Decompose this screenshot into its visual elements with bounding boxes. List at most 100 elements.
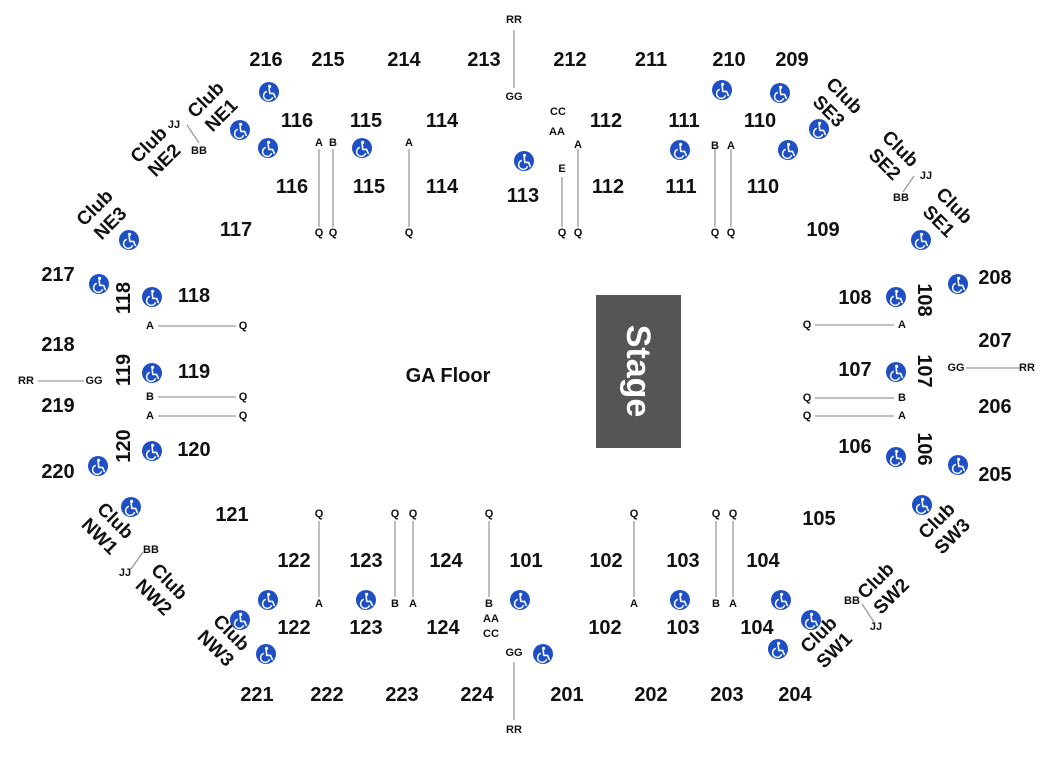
- section-119[interactable]: 119: [178, 361, 210, 383]
- wheelchair-icon: [800, 609, 822, 631]
- section-116[interactable]: 116: [281, 110, 313, 132]
- wheelchair-icon: [355, 589, 377, 611]
- section-215[interactable]: 215: [311, 49, 344, 71]
- section-106[interactable]: 106: [838, 436, 871, 458]
- section-119[interactable]: 119: [113, 354, 135, 386]
- row-label-gg: GG: [947, 362, 964, 374]
- wheelchair-icon: [769, 82, 791, 104]
- section-114[interactable]: 114: [426, 110, 459, 132]
- row-label-q: Q: [329, 227, 338, 239]
- section-112[interactable]: 112: [592, 176, 624, 198]
- row-label-bb: BB: [893, 192, 909, 204]
- section-207[interactable]: 207: [978, 330, 1011, 352]
- wheelchair-icon: [513, 150, 535, 172]
- row-label-q: Q: [558, 227, 567, 239]
- section-220[interactable]: 220: [41, 461, 74, 483]
- section-118[interactable]: 118: [113, 282, 135, 314]
- section-120[interactable]: 120: [113, 429, 135, 462]
- wheelchair-icon: [770, 589, 792, 611]
- section-122[interactable]: 122: [277, 617, 310, 639]
- row-label-a: A: [727, 140, 735, 152]
- section-214[interactable]: 214: [387, 49, 421, 71]
- section-203[interactable]: 203: [710, 684, 743, 706]
- section-106[interactable]: 106: [913, 432, 935, 465]
- section-120[interactable]: 120: [177, 439, 210, 461]
- section-202[interactable]: 202: [634, 684, 667, 706]
- row-label-q: Q: [239, 410, 248, 422]
- section-205[interactable]: 205: [978, 464, 1011, 486]
- section-116[interactable]: 116: [276, 176, 308, 198]
- wheelchair-icon: [885, 286, 907, 308]
- wheelchair-icon: [141, 286, 163, 308]
- row-label-q: Q: [711, 227, 720, 239]
- section-103[interactable]: 103: [666, 550, 699, 572]
- row-label-bb: BB: [143, 544, 159, 556]
- section-109[interactable]: 109: [806, 219, 839, 241]
- section-123[interactable]: 123: [349, 617, 382, 639]
- row-label-jj: JJ: [920, 170, 932, 182]
- section-110[interactable]: 110: [744, 110, 776, 132]
- section-121[interactable]: 121: [215, 504, 248, 526]
- wheelchair-icon: [532, 643, 554, 665]
- row-label-cc: CC: [550, 106, 566, 118]
- section-124[interactable]: 124: [426, 617, 460, 639]
- section-108[interactable]: 108: [838, 287, 871, 309]
- section-104[interactable]: 104: [746, 550, 780, 572]
- section-104[interactable]: 104: [740, 617, 774, 639]
- section-221[interactable]: 221: [240, 684, 273, 706]
- row-label-b: B: [146, 391, 154, 403]
- section-224[interactable]: 224: [460, 684, 494, 706]
- section-115[interactable]: 115: [350, 110, 382, 132]
- section-118[interactable]: 118: [178, 285, 210, 307]
- section-113[interactable]: 113: [507, 185, 539, 207]
- section-111[interactable]: 111: [668, 110, 699, 132]
- section-208[interactable]: 208: [978, 267, 1011, 289]
- section-212[interactable]: 212: [553, 49, 586, 71]
- section-107[interactable]: 107: [913, 354, 935, 387]
- section-114[interactable]: 114: [426, 176, 459, 198]
- row-label-a: A: [898, 410, 906, 422]
- section-204[interactable]: 204: [778, 684, 812, 706]
- section-217[interactable]: 217: [41, 264, 74, 286]
- section-108[interactable]: 108: [913, 283, 935, 316]
- section-213[interactable]: 213: [467, 49, 500, 71]
- row-label-q: Q: [712, 508, 721, 520]
- section-216[interactable]: 216: [249, 49, 282, 71]
- section-105[interactable]: 105: [802, 508, 835, 530]
- section-102[interactable]: 102: [589, 550, 622, 572]
- section-102[interactable]: 102: [588, 617, 621, 639]
- section-111[interactable]: 111: [665, 176, 696, 198]
- row-label-q: Q: [239, 320, 248, 332]
- section-218[interactable]: 218: [41, 334, 74, 356]
- section-201[interactable]: 201: [550, 684, 583, 706]
- row-label-a: A: [146, 410, 154, 422]
- section-103[interactable]: 103: [666, 617, 699, 639]
- section-107[interactable]: 107: [838, 359, 871, 381]
- row-label-q: Q: [315, 227, 324, 239]
- section-124[interactable]: 124: [429, 550, 463, 572]
- section-210[interactable]: 210: [712, 49, 745, 71]
- section-112[interactable]: 112: [590, 110, 622, 132]
- section-219[interactable]: 219: [41, 395, 74, 417]
- section-101[interactable]: 101: [509, 550, 542, 572]
- aisle-lines: [38, 30, 1020, 720]
- section-122[interactable]: 122: [277, 550, 310, 572]
- wheelchair-icon: [885, 361, 907, 383]
- section-110[interactable]: 110: [747, 176, 779, 198]
- section-223[interactable]: 223: [385, 684, 418, 706]
- wheelchair-icon: [767, 638, 789, 660]
- row-label-rr: RR: [506, 14, 522, 26]
- section-209[interactable]: 209: [775, 49, 808, 71]
- section-117[interactable]: 117: [220, 219, 252, 241]
- section-211[interactable]: 211: [635, 49, 667, 71]
- section-206[interactable]: 206: [978, 396, 1011, 418]
- section-123[interactable]: 123: [349, 550, 382, 572]
- section-222[interactable]: 222: [310, 684, 343, 706]
- wheelchair-icon: [229, 119, 251, 141]
- section-115[interactable]: 115: [353, 176, 385, 198]
- wheelchair-icon: [118, 229, 140, 251]
